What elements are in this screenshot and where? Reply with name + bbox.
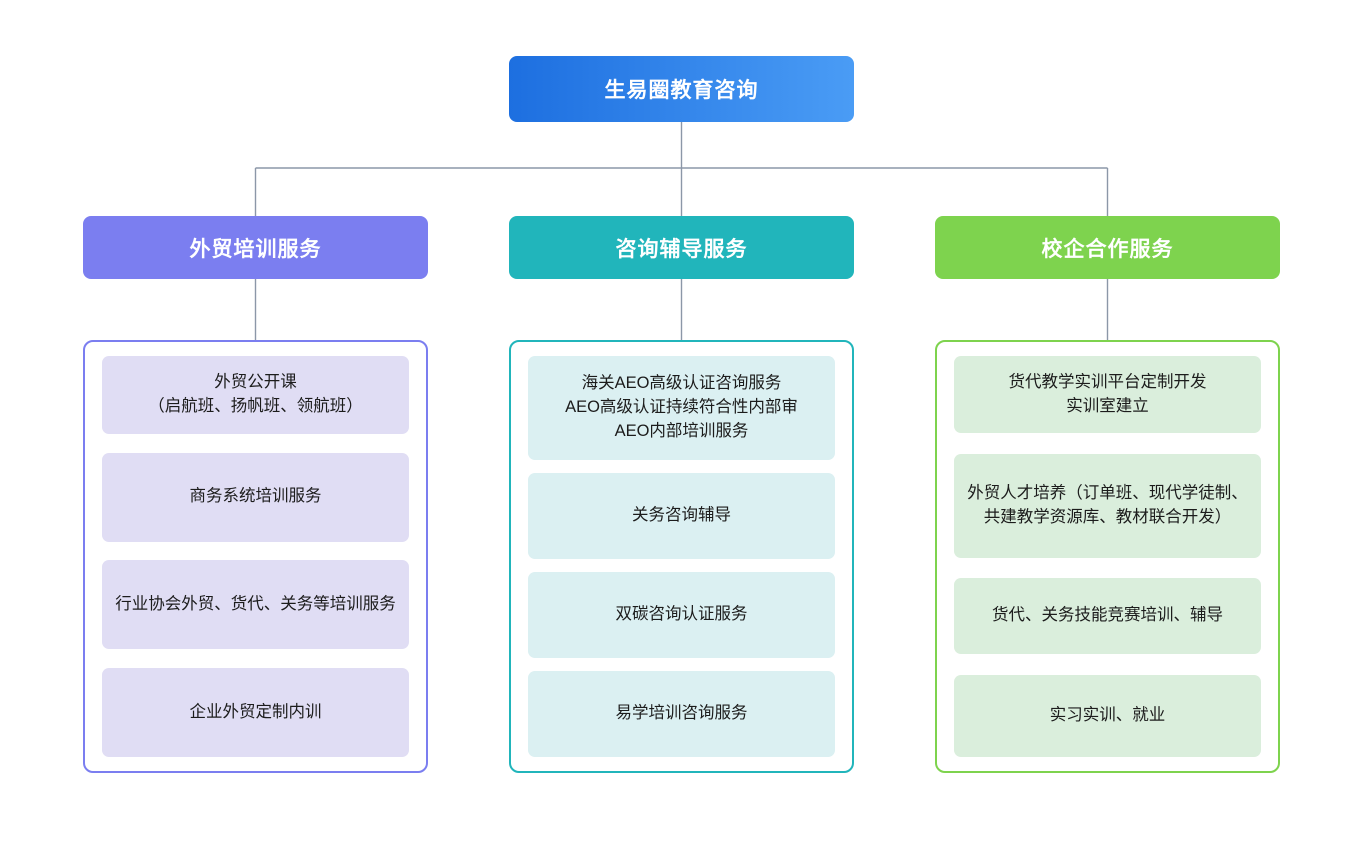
branch-panel-3: 货代教学实训平台定制开发 实训室建立 外贸人才培养（订单班、现代学徒制、共建教学… <box>935 340 1280 773</box>
panel-item[interactable]: 货代教学实训平台定制开发 实训室建立 <box>954 356 1261 433</box>
root-node[interactable]: 生易圈教育咨询 <box>509 56 854 122</box>
panel-item[interactable]: 外贸公开课 （启航班、扬帆班、领航班） <box>102 356 409 434</box>
branch-column-1: 外贸培训服务 外贸公开课 （启航班、扬帆班、领航班） 商务系统培训服务 行业协会… <box>83 216 428 773</box>
branch-header-2[interactable]: 咨询辅导服务 <box>509 216 854 279</box>
panel-item[interactable]: 关务咨询辅导 <box>528 473 835 559</box>
branch-header-3[interactable]: 校企合作服务 <box>935 216 1280 279</box>
panel-item[interactable]: 商务系统培训服务 <box>102 452 409 542</box>
panel-item[interactable]: 行业协会外贸、货代、关务等培训服务 <box>102 560 409 650</box>
panel-item[interactable]: 海关AEO高级认证咨询服务 AEO高级认证持续符合性内部审 AEO内部培训服务 <box>528 356 835 460</box>
branch-column-2: 咨询辅导服务 海关AEO高级认证咨询服务 AEO高级认证持续符合性内部审 AEO… <box>509 216 854 773</box>
branch-header-3-label: 校企合作服务 <box>1041 237 1174 261</box>
branch-header-1[interactable]: 外贸培训服务 <box>83 216 428 279</box>
panel-item[interactable]: 外贸人才培养（订单班、现代学徒制、共建教学资源库、教材联合开发） <box>954 453 1261 558</box>
branch-column-3: 校企合作服务 货代教学实训平台定制开发 实训室建立 外贸人才培养（订单班、现代学… <box>935 216 1280 773</box>
panel-item[interactable]: 企业外贸定制内训 <box>102 667 409 757</box>
branch-panel-1: 外贸公开课 （启航班、扬帆班、领航班） 商务系统培训服务 行业协会外贸、货代、关… <box>83 340 428 773</box>
branch-panel-2: 海关AEO高级认证咨询服务 AEO高级认证持续符合性内部审 AEO内部培训服务 … <box>509 340 854 773</box>
panel-item[interactable]: 易学培训咨询服务 <box>528 671 835 757</box>
panel-item[interactable]: 货代、关务技能竞赛培训、辅导 <box>954 578 1261 655</box>
panel-item[interactable]: 双碳咨询认证服务 <box>528 572 835 658</box>
root-node-label: 生易圈教育咨询 <box>604 79 759 102</box>
panel-item[interactable]: 实习实训、就业 <box>954 674 1261 757</box>
branch-header-1-label: 外贸培训服务 <box>189 237 322 261</box>
branch-header-2-label: 咨询辅导服务 <box>615 237 748 261</box>
